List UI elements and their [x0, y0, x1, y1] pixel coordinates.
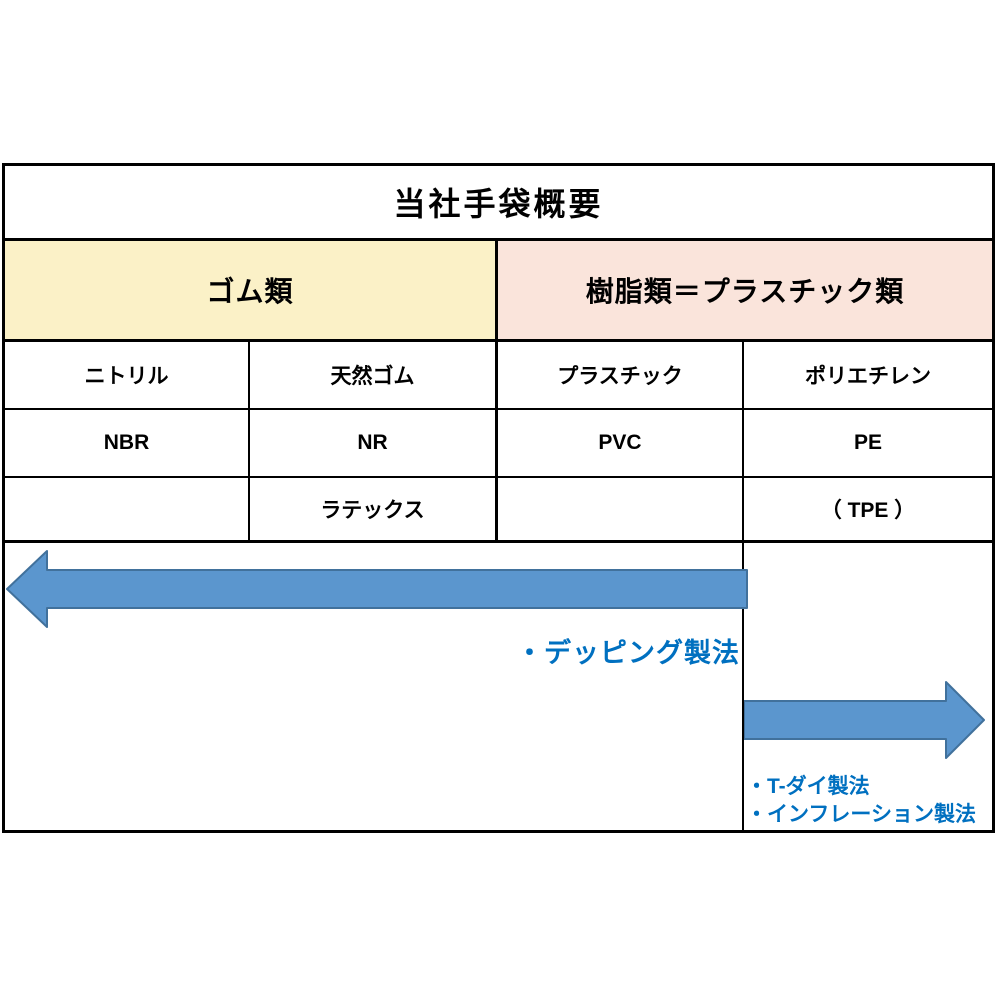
tdie-method-label: ・T-ダイ製法 [746, 775, 870, 798]
cell-empty-2 [498, 478, 744, 543]
inflation-method-label: ・インフレーション製法 [746, 803, 976, 826]
cell-empty-1 [5, 478, 250, 543]
cell-polyethylene: ポリエチレン [744, 342, 992, 410]
category-rubber: ゴム類 [5, 241, 498, 342]
cell-nr: NR [250, 410, 498, 478]
dipping-process-zone: ・デッピング製法 [5, 543, 748, 830]
left-arrow-icon [6, 550, 748, 628]
cell-nitrile: ニトリル [5, 342, 250, 410]
cell-latex: ラテックス [250, 478, 498, 543]
cell-plastic: プラスチック [498, 342, 744, 410]
cell-tpe: （ TPE ） [744, 478, 992, 543]
table-title: 当社手袋概要 [5, 166, 992, 241]
extrusion-process-zone: ・T-ダイ製法 ・インフレーション製法 [744, 543, 992, 830]
dipping-method-label: ・デッピング製法 [516, 638, 740, 668]
category-plastic: 樹脂類＝プラスチック類 [498, 241, 992, 342]
cell-natural-rubber: 天然ゴム [250, 342, 498, 410]
cell-nbr: NBR [5, 410, 250, 478]
cell-pe: PE [744, 410, 992, 478]
cell-pvc: PVC [498, 410, 744, 478]
glove-overview-table: 当社手袋概要 ゴム類 樹脂類＝プラスチック類 ニトリル 天然ゴム プラスチック … [2, 163, 995, 833]
extrusion-method-labels: ・T-ダイ製法 ・インフレーション製法 [746, 773, 976, 829]
right-arrow-icon [744, 681, 985, 759]
